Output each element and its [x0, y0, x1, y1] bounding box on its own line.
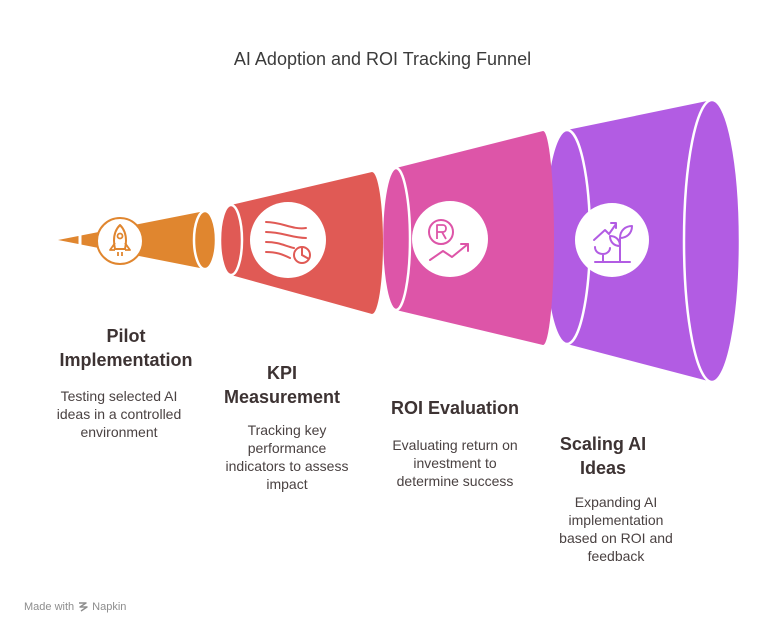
- diagram-title: AI Adoption and ROI Tracking Funnel: [233, 49, 532, 69]
- stage-title-roi: ROI Evaluation: [390, 398, 520, 418]
- stage-desc-pilot: Testing selected AI ideas in a controlle…: [56, 388, 182, 440]
- napkin-brand-label: Napkin: [92, 601, 127, 613]
- napkin-logo-icon: [79, 602, 88, 612]
- growing-plants-icon: [575, 203, 649, 277]
- stage-desc-kpi: Tracking key performance indicators to a…: [225, 422, 349, 492]
- stage-desc-roi: Evaluating return on investment to deter…: [392, 437, 518, 489]
- made-with-footer[interactable]: Made with Napkin: [24, 601, 126, 613]
- return-growth-icon: [412, 201, 488, 277]
- made-with-label: Made with: [24, 601, 75, 613]
- stage-title-pilot: Pilot Implementation: [59, 326, 193, 370]
- analytics-chart-icon: [250, 202, 326, 278]
- stage-desc-scaling: Expanding AI implementation based on ROI…: [559, 494, 673, 564]
- stage-title-kpi: KPI Measurement: [223, 363, 341, 407]
- stage-title-scaling: Scaling AI Ideas: [559, 434, 647, 478]
- rocket-icon: [96, 217, 144, 265]
